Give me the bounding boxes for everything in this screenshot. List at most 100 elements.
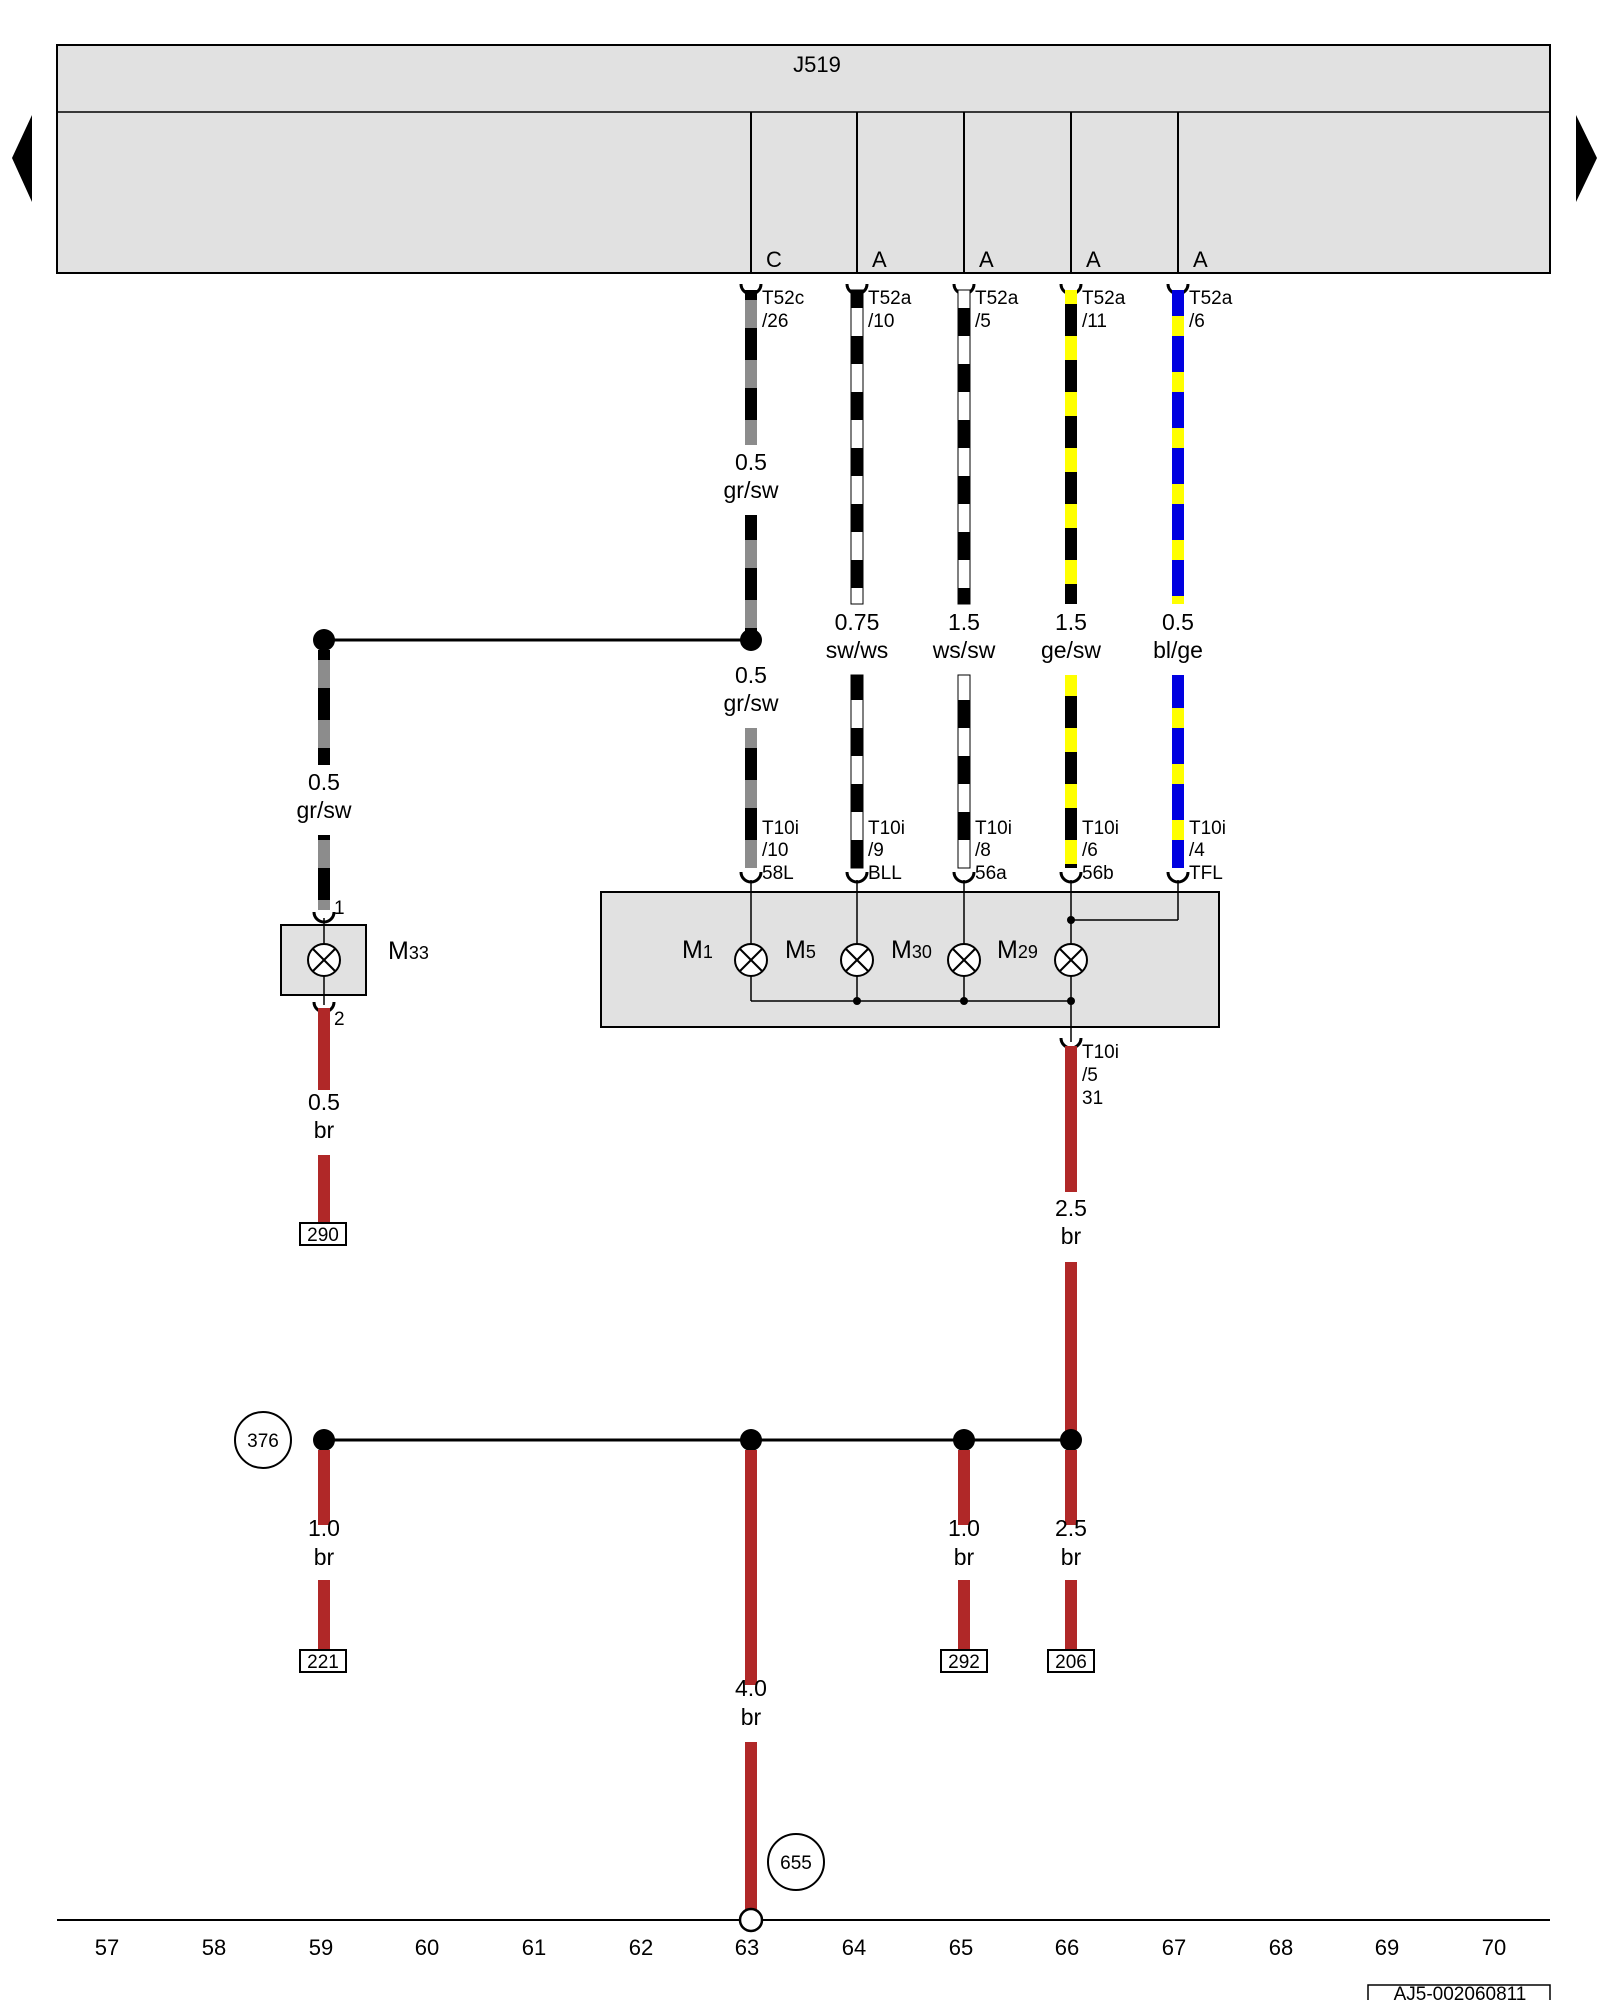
wire-221-gauge: 1.0: [308, 1515, 340, 1541]
wire-1-color: gr/sw: [724, 477, 779, 503]
lamp-connector-2-id: T10i: [868, 818, 905, 839]
grid-number: 62: [629, 1935, 653, 1960]
lamp-connector-1-sig: 58L: [762, 863, 794, 884]
wire-5-gauge: 0.5: [1162, 609, 1194, 635]
ref-206[interactable]: 206: [1055, 1652, 1087, 1673]
m33-pin-bottom: 2: [334, 1009, 345, 1030]
wire-m33-ground-color: br: [314, 1117, 335, 1143]
lamp-ground-connector-sig: 31: [1082, 1088, 1103, 1109]
wire-206-color: br: [1061, 1544, 1082, 1570]
ground-point-655[interactable]: 655: [780, 1853, 812, 1874]
pin-letter-1: C: [766, 247, 782, 272]
grid-number: 57: [95, 1935, 119, 1960]
lamp-connector-3-id: T10i: [975, 818, 1012, 839]
lamp-connector-5-num: /4: [1189, 840, 1205, 861]
grid-number: 61: [522, 1935, 546, 1960]
wire-655-gauge: 4.0: [735, 1675, 767, 1701]
wire-3-white-black: [957, 289, 971, 869]
lamp-label-m5: M5: [785, 936, 816, 964]
wire-221-brown: [318, 1450, 330, 1652]
lamp-unit-junction-dots: [853, 916, 1075, 1005]
ref-292[interactable]: 292: [948, 1652, 980, 1673]
j519-connector-3-id: T52a: [975, 288, 1019, 309]
m33-label: M33: [388, 937, 429, 965]
next-page-arrow-icon[interactable]: [1576, 115, 1597, 202]
wire-1-lower-color: gr/sw: [724, 690, 779, 716]
lamp-label-m30: M30: [891, 936, 932, 964]
pin-letter-5: A: [1193, 247, 1208, 272]
j519-connector-4-id: T52a: [1082, 288, 1126, 309]
grid-number: 63: [735, 1935, 759, 1960]
ground-bus-junction-dots: [313, 1429, 1082, 1451]
wire-5-blue-yellow: [1172, 290, 1184, 868]
ground-point-376[interactable]: 376: [247, 1431, 279, 1452]
j519-connector-2-num: /10: [868, 311, 894, 332]
ref-box-290[interactable]: [299, 1222, 347, 1246]
pin-letter-3: A: [979, 247, 994, 272]
wire-206-gauge: 2.5: [1055, 1515, 1087, 1541]
lamp-connector-1-num: /10: [762, 840, 788, 861]
lamp-connector-1-id: T10i: [762, 818, 799, 839]
grid-number: 69: [1375, 1935, 1399, 1960]
pin-letter-4: A: [1086, 247, 1101, 272]
junction-dot-left: [313, 629, 335, 651]
wire-ground-31-color: br: [1061, 1223, 1082, 1249]
lamp-label-m29: M29: [997, 936, 1038, 964]
lamp-connector-2-sig: BLL: [868, 863, 902, 884]
wire-4-gauge: 1.5: [1055, 609, 1087, 635]
wire-3-gauge: 1.5: [948, 609, 980, 635]
grid-number: 66: [1055, 1935, 1079, 1960]
wire-4-yellow-black: [1065, 290, 1077, 868]
grid-number: 59: [309, 1935, 333, 1960]
ref-290[interactable]: 290: [307, 1225, 339, 1246]
lamp-icon-m29: [1054, 943, 1088, 977]
wire-1-gauge: 0.5: [735, 449, 767, 475]
ground-point-376-circle[interactable]: [234, 1411, 292, 1469]
wire-655-brown: [745, 1450, 757, 1918]
ref-221[interactable]: 221: [307, 1652, 339, 1673]
wire-1-grey-black: [745, 290, 757, 868]
wire-221-color: br: [314, 1544, 335, 1570]
ground-connection-terminal: [738, 1907, 764, 1933]
wire-m33-grey-black: [318, 650, 330, 910]
lamp-connector-3-sig: 56a: [975, 863, 1007, 884]
m33-pin-top: 1: [334, 898, 345, 919]
lamp-icon-m5: [840, 943, 874, 977]
wire-2-color: sw/ws: [826, 637, 889, 663]
wire-206-brown: [1065, 1450, 1077, 1652]
grid-number: 67: [1162, 1935, 1186, 1960]
wire-292-brown: [958, 1450, 970, 1652]
lamp-connector-5-sig: TFL: [1189, 863, 1223, 884]
ref-box-206[interactable]: [1047, 1649, 1095, 1673]
ref-box-292[interactable]: [940, 1649, 988, 1673]
grid-number: 70: [1482, 1935, 1506, 1960]
j519-connector-2-id: T52a: [868, 288, 912, 309]
wire-ground-31-gauge: 2.5: [1055, 1195, 1087, 1221]
lamp-ground-connector-num: /5: [1082, 1065, 1098, 1086]
wire-5-color: bl/ge: [1153, 637, 1203, 663]
lamp-connector-4-sig: 56b: [1082, 863, 1114, 884]
previous-page-arrow-icon[interactable]: [12, 115, 32, 202]
grid-number: 58: [202, 1935, 226, 1960]
j519-connector-4-num: /11: [1082, 311, 1107, 332]
j519-connector-3-num: /5: [975, 311, 991, 332]
ref-box-221[interactable]: [299, 1649, 347, 1673]
wire-2-gauge: 0.75: [835, 609, 880, 635]
wire-m33-brown: [318, 1008, 330, 1225]
wire-292-color: br: [954, 1544, 975, 1570]
j519-connector-1-num: /26: [762, 311, 788, 332]
wire-m33-ground-gauge: 0.5: [308, 1089, 340, 1115]
doc-code-box: [1367, 1984, 1551, 2000]
wire-m33-gauge: 0.5: [308, 769, 340, 795]
wire-ground-31-brown: [1065, 1046, 1077, 1440]
lamp-connector-4-num: /6: [1082, 840, 1098, 861]
pin-letter-2: A: [872, 247, 887, 272]
doc-code: AJ5-002060811: [1394, 1984, 1527, 2000]
j519-connector-1-id: T52c: [762, 288, 804, 309]
lamp-ground-connector-id: T10i: [1082, 1042, 1119, 1063]
control-unit-j519: J519: [56, 44, 1551, 274]
lamp-icon-m33: [307, 943, 341, 977]
lamp-connector-4-id: T10i: [1082, 818, 1119, 839]
lamp-label-m1: M1: [682, 936, 713, 964]
ground-point-655-circle[interactable]: [767, 1833, 825, 1891]
